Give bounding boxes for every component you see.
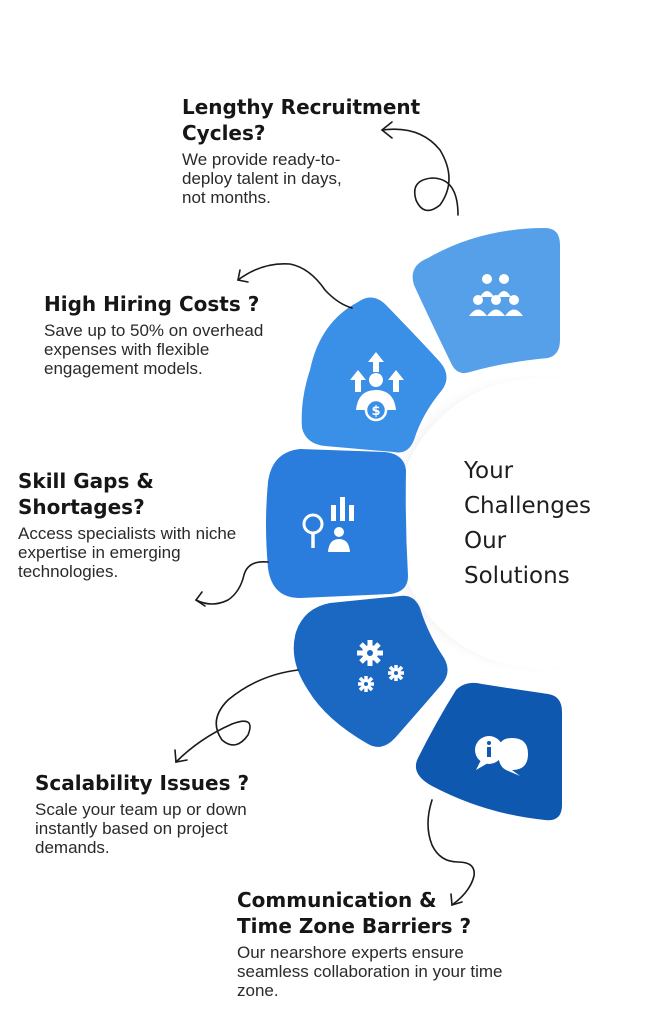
challenge-3: Skill Gaps & Shortages? Access specialis…	[18, 468, 243, 581]
challenge-description: We provide ready-to-deploy talent in day…	[182, 150, 342, 207]
gears-icon	[357, 640, 404, 692]
chat-info-icon	[475, 736, 528, 776]
connector-arrow-3	[195, 560, 269, 605]
center-title: Your Challenges Our Solutions	[464, 454, 634, 594]
center-title-line-2: Challenges	[464, 493, 591, 519]
arrowhead-2	[237, 269, 249, 283]
challenge-description: Access specialists with niche expertise …	[18, 524, 237, 581]
challenge-title: High Hiring Costs ?	[44, 292, 260, 316]
challenge-1: Lengthy Recruitment Cycles? We provide r…	[182, 94, 432, 207]
center-title-line-1: Your	[464, 458, 514, 484]
center-circle	[395, 378, 655, 668]
challenge-2: High Hiring Costs ? Save up to 50% on ov…	[44, 291, 304, 378]
arrowhead-1	[380, 121, 393, 139]
challenge-description: Our nearshore experts ensure seamless co…	[237, 943, 503, 1000]
challenge-5: Communication & Time Zone Barriers ? Our…	[237, 887, 507, 1000]
team-group-icon	[469, 274, 523, 316]
connector-arrow-4	[175, 669, 299, 763]
challenge-title: Communication & Time Zone Barriers ?	[237, 888, 472, 938]
challenge-description: Scale your team up or down instantly bas…	[35, 800, 247, 857]
connector-arrow-5	[427, 799, 475, 906]
analytics-search-icon	[302, 497, 354, 552]
segment-1	[412, 228, 560, 374]
connector-arrow-2	[237, 263, 353, 309]
challenge-title: Lengthy Recruitment Cycles?	[182, 95, 421, 145]
arrowhead-5	[450, 893, 463, 907]
center-title-line-3: Our	[464, 528, 507, 554]
segment-3	[266, 449, 408, 598]
growth-cost-icon: $	[350, 352, 404, 422]
center-title-line-4: Solutions	[464, 563, 570, 589]
arrowhead-4	[174, 749, 188, 763]
challenge-title: Scalability Issues ?	[35, 771, 250, 795]
challenge-description: Save up to 50% on overhead expenses with…	[44, 321, 264, 378]
challenge-4: Scalability Issues ? Scale your team up …	[35, 770, 295, 857]
segment-4	[293, 595, 448, 747]
challenge-title: Skill Gaps & Shortages?	[18, 469, 154, 519]
svg-text:$: $	[371, 404, 380, 419]
arrowhead-3	[194, 591, 206, 607]
connector-arrow-1	[381, 128, 459, 216]
